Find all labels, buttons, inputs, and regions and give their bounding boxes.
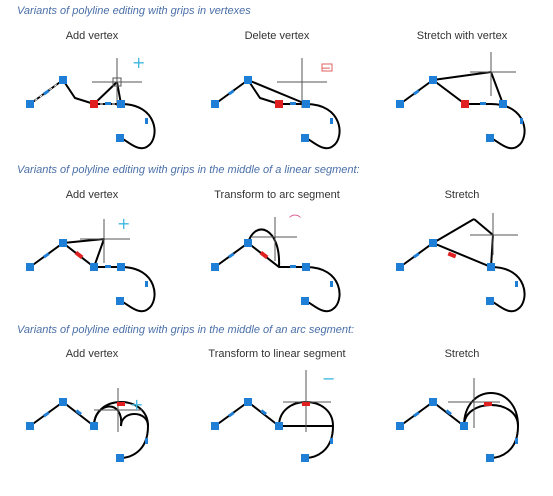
diagram-vertex-delete: − [211,58,341,150]
vertex-grip [59,76,67,84]
polyline [29,78,156,150]
grips [396,76,523,142]
preview-arc-2 [120,413,149,427]
diagram-linear-to-arc: ⌒ [211,214,341,313]
panel-label: Add vertex [65,189,119,201]
polyline [399,392,520,459]
add-icon: + [132,53,145,72]
panel-linear-stretch: Stretch [370,189,553,337]
section-title-linear-mid-grips: Variants of polyline editing with grips … [17,164,360,176]
crosshair [470,52,516,96]
grips [26,398,148,462]
crosshair [251,217,297,261]
stretch-lines [62,238,105,268]
grips [396,398,518,462]
preview-arc-1 [93,405,123,427]
panel-arc-stretch: Stretch [370,348,553,496]
crosshair [92,58,142,106]
selected-grip [90,100,98,108]
selected-grip [275,100,283,108]
grips [211,239,333,305]
selected-grip [117,402,125,406]
diagram-arc-to-linear: − [211,369,335,462]
selected-grip [259,250,269,260]
vertex-grip [116,134,124,142]
mid-grip [105,102,111,105]
polyline [29,241,156,313]
panel-label: Transform to arc segment [214,189,340,201]
crosshair [80,219,130,263]
selected-grip [484,402,492,406]
vertex-grip [117,100,125,108]
remove-icon: − [322,369,335,388]
arc-icon: ⌒ [289,214,301,228]
stretch-lines [247,79,307,105]
add-icon: + [117,214,130,233]
diagram-vertex-add: + [26,53,156,150]
section-title-vertex-grips: Variants of polyline editing with grips … [17,5,251,17]
remove-icon-frame [321,63,333,72]
panel-vertex-stretch: Stretch with vertex [370,30,553,178]
panel-label: Stretch [444,348,480,360]
crosshair [470,213,518,255]
selected-grip [447,251,457,259]
crosshair [277,58,327,108]
diagram-linear-add: + [26,214,156,313]
panel-arc-transform-linear: Transform to linear segment − [185,348,369,496]
panel-label: Transform to linear segment [208,348,346,360]
grips [26,76,148,142]
grips [396,239,518,305]
polyline [399,78,526,150]
panel-label: Add vertex [65,348,119,360]
add-icon: + [130,395,143,414]
panel-label: Add vertex [65,30,119,42]
panel-vertex-add-vertex: Add vertex + [0,30,184,178]
grips [211,76,333,142]
selected-grip [461,100,469,108]
diagram-vertex-stretch [396,52,526,150]
mid-grip [42,89,50,96]
polyline [214,78,341,150]
panel-label: Stretch with vertex [416,30,508,42]
selected-grip [302,402,310,406]
stretch-lines [432,218,494,268]
vertex-grip [26,100,34,108]
panel-linear-add-vertex: Add vertex + [0,189,184,337]
selected-grip [74,250,84,260]
panel-label: Delete vertex [244,30,310,42]
panel-linear-transform-arc: Transform to arc segment ⌒ [185,189,369,337]
arc-segment [278,401,335,459]
preview-arc [247,228,281,268]
arc-segment [463,404,520,459]
polyline [399,241,526,313]
diagram-arc-stretch [396,378,520,462]
panel-arc-add-vertex: Add vertex + [0,348,184,496]
stretch-lines [432,71,504,105]
crosshair [94,388,142,432]
mid-grip [145,118,148,124]
grips [211,398,333,462]
polyline [214,400,335,459]
section-title-arc-mid-grips: Variants of polyline editing with grips … [17,324,355,336]
diagram-arc-add: + [26,388,150,462]
remove-icon: − [321,61,331,75]
panel-label: Stretch [444,189,480,201]
preview-arc [463,392,519,427]
polyline [214,228,341,313]
panel-vertex-delete-vertex: Delete vertex − [185,30,369,178]
diagram-linear-stretch [396,213,526,313]
grips [26,239,148,305]
